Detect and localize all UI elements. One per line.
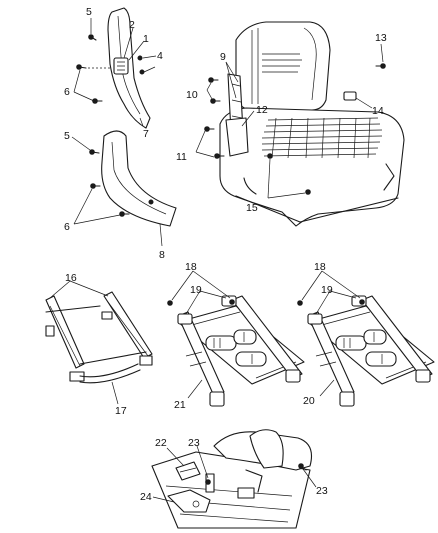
callout-7: 7 [143,128,149,140]
bolt-icon [359,299,365,305]
callout-24: 24 [140,491,152,503]
seat-shield-lower [101,130,177,227]
callout-6: 6 [64,86,70,98]
callout-20: 20 [303,395,315,407]
bolt-icon [90,183,101,189]
bolt-icon [148,199,154,205]
callout-5: 5 [64,130,70,142]
callout-18: 18 [314,261,326,273]
seat-frame-icon [219,21,405,227]
bolt-icon [267,153,273,159]
callout-2: 2 [129,19,135,31]
callout-16: 16 [65,272,77,284]
bolt-icon [92,98,103,104]
callout-18: 18 [185,261,197,273]
bolt-icon [210,98,221,104]
bolt-icon [375,63,386,69]
callout-9: 9 [220,51,226,63]
callout-12: 12 [256,104,268,116]
callout-6: 6 [64,221,70,233]
callout-13: 13 [375,32,387,44]
power-motor-icon [177,295,305,407]
callout-5: 5 [86,6,92,18]
bolt-icon [139,69,145,75]
callout-23: 23 [316,485,328,497]
callout-1: 1 [143,33,149,45]
bolt-icon [167,300,173,306]
callout-17: 17 [115,405,127,417]
bolt-icon [89,149,100,155]
callout-10: 10 [186,89,198,101]
seat-shield-upper [107,7,151,129]
bolt-icon [305,189,311,195]
bolt-icon [205,479,211,485]
bolt-icon [229,299,235,305]
seat-track-icon [45,291,153,384]
bolt-icon [214,153,225,159]
bolt-icon [137,55,143,61]
callout-23: 23 [188,437,200,449]
bolt-icon [298,463,307,471]
callout-19: 19 [190,284,202,296]
bolt-icon [204,126,215,132]
callout-8: 8 [159,249,165,261]
bolt-icon [119,211,130,217]
bolt-icon [76,64,87,70]
clip-icon [343,91,357,101]
callout-21: 21 [174,399,186,411]
callout-15: 15 [246,202,258,214]
bolt-icon [297,300,303,306]
callout-22: 22 [155,437,167,449]
bolt-icon [88,34,97,41]
power-motor-icon [307,295,435,407]
callout-19: 19 [321,284,333,296]
seat-mount-floor [151,429,313,529]
callout-4: 4 [157,50,163,62]
bolt-icon [208,77,219,83]
callout-11: 11 [176,151,187,163]
callout-14: 14 [372,105,384,117]
